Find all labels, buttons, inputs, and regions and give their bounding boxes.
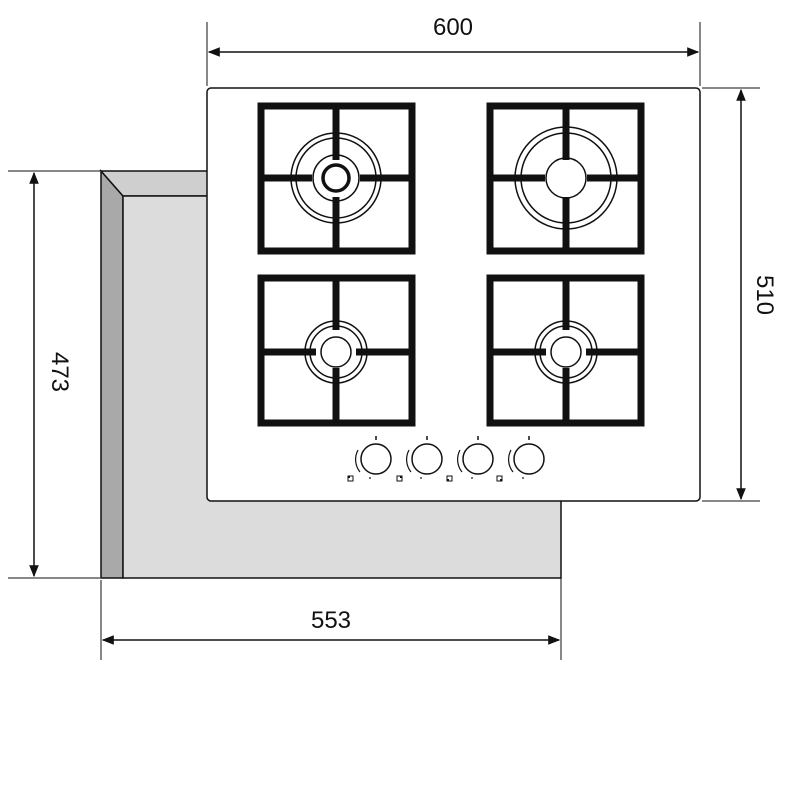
knob-mark-dot <box>369 477 371 479</box>
cutout-back-face <box>100 169 124 579</box>
burner-position-icon <box>347 475 354 482</box>
dimension-label-width-top: 600 <box>433 14 473 41</box>
knob-scale-arc <box>508 449 514 473</box>
burner-ring <box>520 132 612 224</box>
control-knobs <box>347 436 545 482</box>
burner-cap <box>545 157 587 199</box>
burner-position-icon <box>496 475 503 482</box>
burner-ring <box>295 137 377 219</box>
burner-top-left <box>257 102 416 255</box>
extension-lines <box>8 22 760 660</box>
dimension-label-height-right: 510 <box>751 275 778 315</box>
burner-top-right <box>486 102 645 255</box>
burner-outer-ring <box>290 132 382 224</box>
control-knob-4[interactable] <box>496 436 545 482</box>
burner-cap <box>312 154 360 202</box>
burner-ring <box>309 325 363 379</box>
knob-mark-dot <box>522 477 524 479</box>
burner-bottom-left <box>257 274 416 427</box>
dimension-label-height-left: 473 <box>46 352 73 392</box>
burner-outer-ring <box>534 320 598 384</box>
knob-body[interactable] <box>360 443 392 475</box>
burner-outer-ring <box>514 126 618 230</box>
burner-cap <box>550 336 582 368</box>
burner-cap <box>320 336 352 368</box>
knob-mark-dot <box>420 477 422 479</box>
dimension-lines <box>29 47 746 645</box>
dimension-label-width-bottom: 553 <box>311 607 351 634</box>
burner-center <box>321 163 351 193</box>
burner-position-icon-dot <box>400 476 402 478</box>
control-knob-2[interactable] <box>396 436 443 482</box>
burner-position-icon <box>396 475 403 482</box>
control-knob-1[interactable] <box>347 436 392 482</box>
knob-mark-dot <box>471 477 473 479</box>
knob-body[interactable] <box>462 443 494 475</box>
knob-body[interactable] <box>513 443 545 475</box>
burner-outer-ring <box>304 320 368 384</box>
knob-body[interactable] <box>411 443 443 475</box>
hob-panel <box>206 87 701 502</box>
burner-position-icon-dot <box>348 476 350 478</box>
knob-scale-arc <box>457 449 463 473</box>
knob-scale-arc <box>355 449 361 473</box>
knob-scale-arc <box>406 449 412 473</box>
burner-position-icon <box>446 475 453 482</box>
burner-ring <box>539 325 593 379</box>
burner-position-icon-dot <box>447 479 449 481</box>
burner-position-icon-dot <box>500 479 502 481</box>
control-knob-3[interactable] <box>446 436 494 482</box>
burner-bottom-right <box>486 274 645 427</box>
